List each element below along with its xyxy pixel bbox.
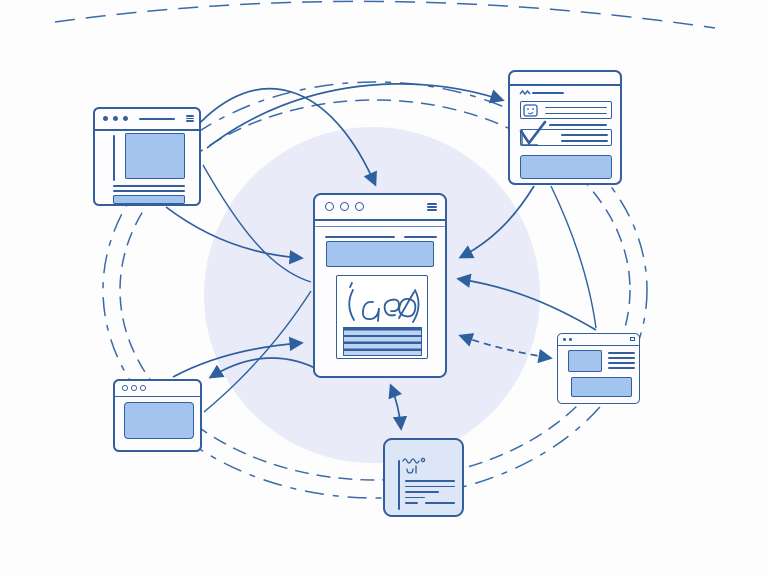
arrow-topleft-to-topright (206, 83, 505, 149)
note-card (383, 438, 464, 517)
face-icon (523, 104, 538, 117)
arrow-rightmid-to-central-right (456, 273, 597, 331)
hamburger-icon (427, 203, 437, 211)
nav-line (404, 236, 437, 238)
primary-button (520, 155, 612, 179)
note-line (405, 496, 425, 499)
central-window (313, 193, 447, 378)
window-dot-icon (563, 338, 566, 341)
text-line (608, 362, 635, 364)
note-line (405, 491, 439, 493)
text-line (608, 367, 635, 369)
note-line (405, 485, 455, 488)
media-placeholder (124, 402, 194, 439)
left-rule (398, 460, 400, 510)
dashed-orbit-ellipses (54, 0, 716, 499)
curve-bottomleft-to-center-mid (203, 290, 312, 413)
field-text-line (545, 106, 607, 109)
text-line (113, 185, 185, 187)
arrow-central-to-bottomleft (208, 357, 322, 379)
note-line (405, 480, 455, 482)
text-line (113, 190, 185, 192)
logo-scribble (348, 282, 420, 323)
wide-panel (571, 377, 632, 397)
window-ring-icon (325, 202, 334, 211)
checkmark-icon (519, 120, 547, 146)
right-middle-window (557, 333, 640, 404)
option-text-line (549, 124, 607, 126)
arrow-topleft-to-central-top (195, 88, 377, 187)
text-line (608, 352, 635, 354)
ruled-paragraph-block (343, 327, 422, 356)
field-text-line (561, 134, 608, 136)
url-line (139, 118, 175, 120)
curve-topright-to-rightmid (550, 185, 597, 329)
orbit-ellipse-outer (102, 81, 648, 499)
orbit-ellipse-inner (119, 99, 631, 481)
plain-connectors (202, 164, 597, 413)
central-titlebar (315, 195, 445, 221)
sidebar-rule (113, 135, 115, 181)
heading-scribble (519, 89, 531, 96)
mini-window-icon (630, 337, 635, 341)
content-box (336, 275, 428, 359)
form-field-row (520, 129, 612, 146)
top-right-window (508, 70, 622, 185)
thumbnail (568, 350, 602, 372)
window-dot-icon (113, 116, 118, 121)
note-line (425, 502, 455, 504)
highlight-bar (113, 195, 185, 204)
bottom-left-titlebar (115, 381, 200, 397)
hero-banner (326, 241, 434, 267)
field-text-line (545, 112, 607, 115)
note-scribble (402, 457, 426, 474)
window-dot-icon (569, 338, 572, 341)
top-left-titlebar (95, 109, 199, 131)
arrow-topright-to-central-right (458, 185, 535, 259)
window-ring-icon (140, 385, 146, 391)
arrow-topleft-to-central-left (165, 206, 304, 265)
bottom-left-window (113, 379, 202, 452)
arrow-central-to-notecard-double (388, 383, 408, 431)
window-dot-icon (103, 116, 108, 121)
heading-line (532, 92, 564, 94)
curve-topleft-to-center-mid (202, 164, 312, 283)
field-text-line (561, 140, 608, 142)
arrow-bottomleft-to-central-left (172, 336, 304, 378)
orbit-arc-top (54, 0, 716, 29)
top-left-window (93, 107, 201, 206)
hamburger-icon (186, 115, 194, 122)
toolbar-rule (315, 226, 445, 228)
image-placeholder (125, 133, 185, 179)
nav-line (325, 236, 395, 238)
text-line (608, 357, 635, 359)
right-middle-titlebar (558, 334, 639, 346)
window-ring-icon (355, 202, 364, 211)
window-ring-icon (122, 385, 128, 391)
top-right-titlebar (510, 72, 620, 86)
window-dot-icon (123, 116, 128, 121)
solid-arrows (165, 83, 597, 431)
window-ring-icon (340, 202, 349, 211)
form-field-row (520, 101, 612, 119)
window-ring-icon (131, 385, 137, 391)
note-line (405, 502, 418, 504)
